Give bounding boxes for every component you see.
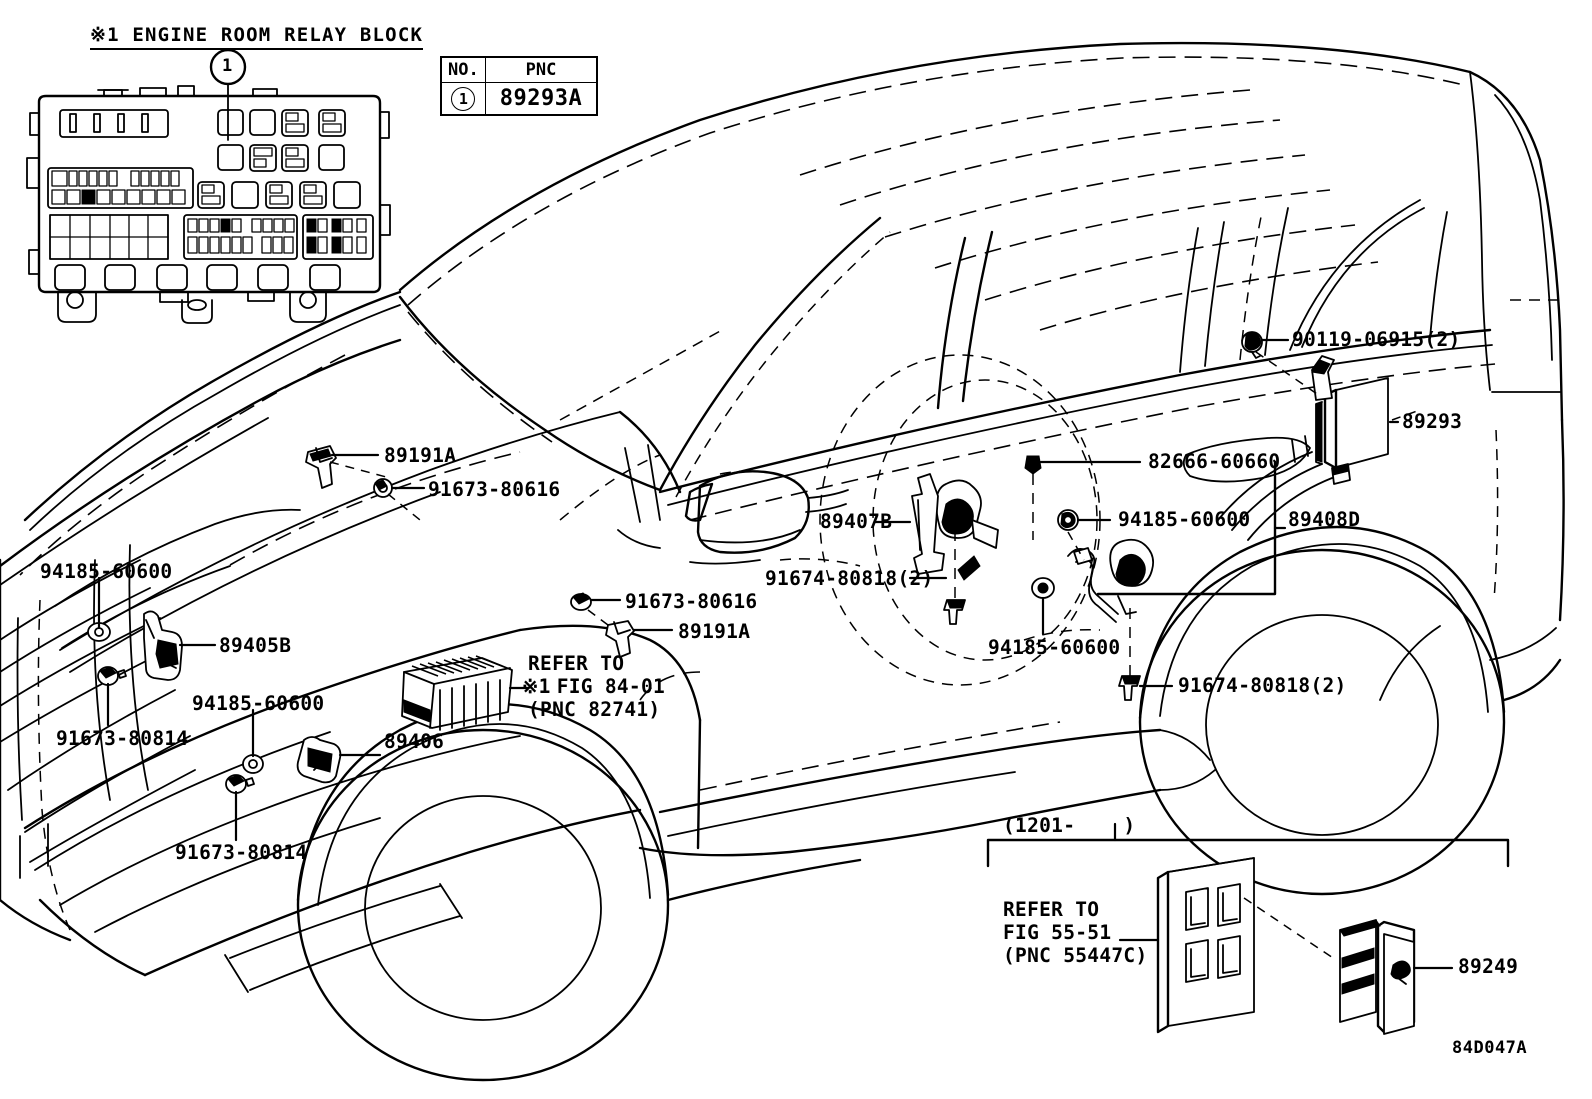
refer-fig-55-51-block: REFER TO FIG 55-51 (PNC 55447C) (1003, 898, 1147, 967)
refer-84-01-mark: ※1 (522, 675, 551, 698)
label-94185-60600-right: 94185-60600 (1118, 508, 1251, 531)
pnc-table-header-pnc: PNC (484, 56, 598, 83)
part-91674-80818-right-bolt (1118, 675, 1141, 701)
part-89406-sensor (296, 736, 342, 784)
part-91673-80814-upper-bolt (97, 666, 127, 686)
figure-code: 84D047A (1452, 1038, 1528, 1058)
label-91674-80818-mid: 91674-80818(2) (765, 567, 934, 590)
pnc-table: NO. PNC 1 89293A (440, 56, 599, 116)
refer-55-51-line3: (PNC 55447C) (1003, 944, 1148, 967)
refer-fig-84-01-block: REFER TO ※1 FIG 84-01 (PNC 82741) (522, 652, 666, 721)
inset-fig-55-51 (986, 822, 1510, 1035)
part-89408d-actuator (1067, 538, 1155, 623)
label-89406: 89406 (384, 730, 445, 753)
part-90119-06915-bolt (1241, 331, 1263, 359)
leader-lines (97, 329, 1421, 842)
part-89407b-latch (911, 473, 999, 581)
label-91673-80814-lower: 91673-80814 (175, 841, 308, 864)
part-89405b-sensor (143, 610, 183, 681)
part-94185-60600-right-grommet (1057, 509, 1079, 531)
part-89293-module (1311, 355, 1389, 485)
pnc-table-header-no: NO. (440, 56, 486, 83)
part-refer-fig-84-01-box (401, 655, 513, 731)
label-94185-60600-left2: 94185-60600 (192, 692, 325, 715)
refer-55-51-line2: FIG 55-51 (1003, 921, 1112, 944)
label-89408d: 89408D (1288, 508, 1361, 531)
label-89293: 89293 (1402, 410, 1463, 433)
label-91673-80616-upper: 91673-80616 (428, 478, 561, 501)
label-90119-06915: 90119-06915(2) (1292, 328, 1461, 351)
refer-84-01-line3: (PNC 82741) (528, 698, 661, 721)
part-91673-80814-lower-bolt (225, 774, 255, 794)
label-89191a-upper: 89191A (384, 444, 457, 467)
label-91673-80814-upper: 91673-80814 (56, 727, 189, 750)
pnc-table-row-no: 1 (440, 82, 486, 116)
label-94185-60600-left: 94185-60600 (40, 560, 173, 583)
part-91673-80616-mid-bolt (570, 592, 592, 611)
label-89191a-mid: 89191A (678, 620, 751, 643)
relay-callout-number: 1 (222, 56, 233, 76)
pnc-table-row-pnc: 89293A (484, 82, 598, 116)
part-82666-60660-clip (1024, 455, 1042, 475)
label-89405b: 89405B (219, 634, 292, 657)
label-82666-60660: 82666-60660 (1148, 450, 1281, 473)
part-89249-switch (1339, 919, 1416, 1035)
part-94185-60600-center-grommet (1031, 577, 1055, 599)
pnc-row-circle-number: 1 (451, 86, 476, 111)
part-94185-60600-left2-grommet (242, 754, 264, 774)
refer-84-01-line2: FIG 84-01 (556, 675, 666, 698)
label-89407b: 89407B (820, 510, 893, 533)
engine-room-relay-block-graphic (26, 48, 391, 324)
label-94185-60600-center: 94185-60600 (988, 636, 1121, 659)
label-89249: 89249 (1458, 955, 1519, 978)
part-89191a-mid (605, 620, 635, 658)
label-date-range: (1201- ) (1003, 814, 1136, 837)
label-91674-80818-right: 91674-80818(2) (1178, 674, 1347, 697)
label-91673-80616-mid: 91673-80616 (625, 590, 758, 613)
refer-55-51-line1: REFER TO (1003, 898, 1100, 921)
vehicle-body-outline (0, 41, 1565, 1082)
part-graphics (87, 331, 1389, 794)
part-89191a-upper (305, 445, 337, 489)
relay-block-title: ※1 ENGINE ROOM RELAY BLOCK (90, 24, 424, 51)
part-91674-80818-mid-bolt (943, 599, 966, 625)
refer-84-01-line1: REFER TO (528, 652, 625, 675)
